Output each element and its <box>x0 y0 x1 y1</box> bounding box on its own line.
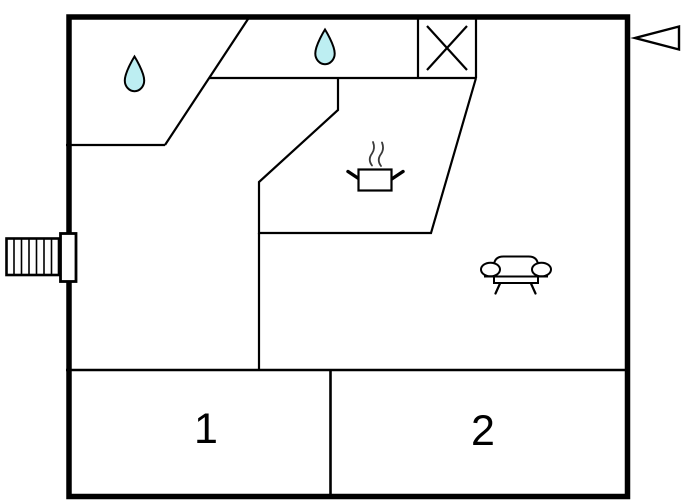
interior-walls <box>66 15 628 497</box>
water-drop-icon <box>123 54 146 93</box>
staircase-icon <box>5 237 61 277</box>
sofa-icon <box>480 255 552 295</box>
outer-wall <box>66 14 631 500</box>
entrance-arrow-icon <box>630 24 681 52</box>
cooking-pot-steam-icon <box>346 141 405 192</box>
room-label-1: 1 <box>194 405 218 453</box>
door-opening-icon <box>59 232 78 283</box>
water-drop-icon <box>314 27 336 66</box>
crossed-box-icon <box>426 25 468 71</box>
room-label-2: 2 <box>471 407 495 455</box>
